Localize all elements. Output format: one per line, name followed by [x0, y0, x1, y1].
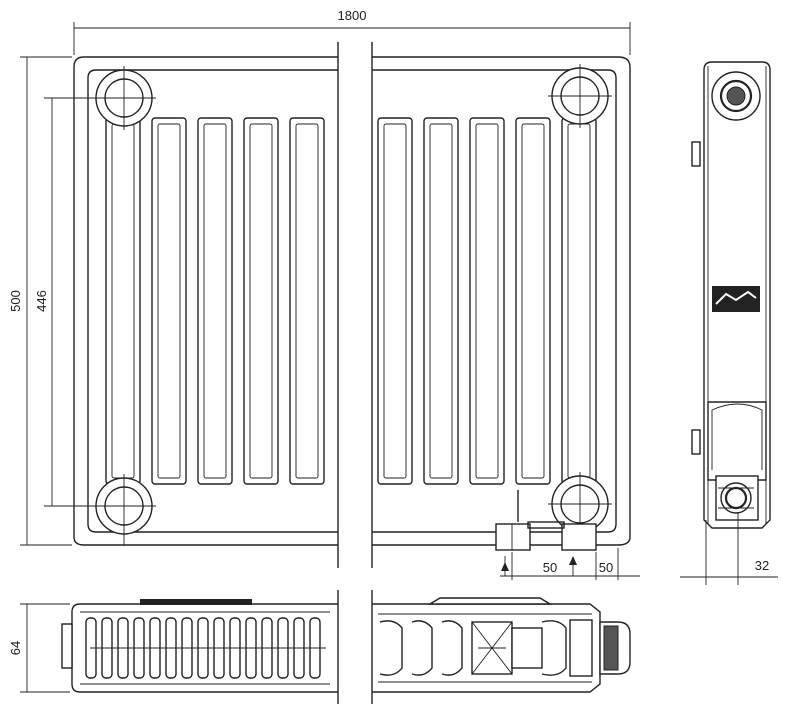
- connection-bosses: [92, 64, 612, 546]
- top-right-section: [378, 613, 631, 683]
- dim-depth-top-label: 64: [8, 641, 23, 655]
- top-fins-left: [85, 617, 326, 679]
- dim-bottom-offsets: 50 50: [500, 548, 640, 580]
- side-view: 32: [680, 61, 778, 585]
- dim-offset-right-label: 50: [599, 560, 613, 575]
- bottom-valve: [495, 490, 597, 551]
- dim-height: 500: [8, 56, 72, 546]
- dim-connection-distance-label: 446: [34, 290, 49, 312]
- dim-depth-connection-label: 32: [755, 558, 769, 573]
- dim-width: 1800: [73, 8, 631, 55]
- front-flutes: [105, 117, 597, 485]
- top-view: 64: [8, 590, 631, 704]
- front-view: [73, 42, 631, 568]
- dim-width-label: 1800: [338, 8, 367, 23]
- dim-height-label: 500: [8, 290, 23, 312]
- dim-connection-distance: 446: [34, 97, 96, 507]
- dim-offset-left-label: 50: [543, 560, 557, 575]
